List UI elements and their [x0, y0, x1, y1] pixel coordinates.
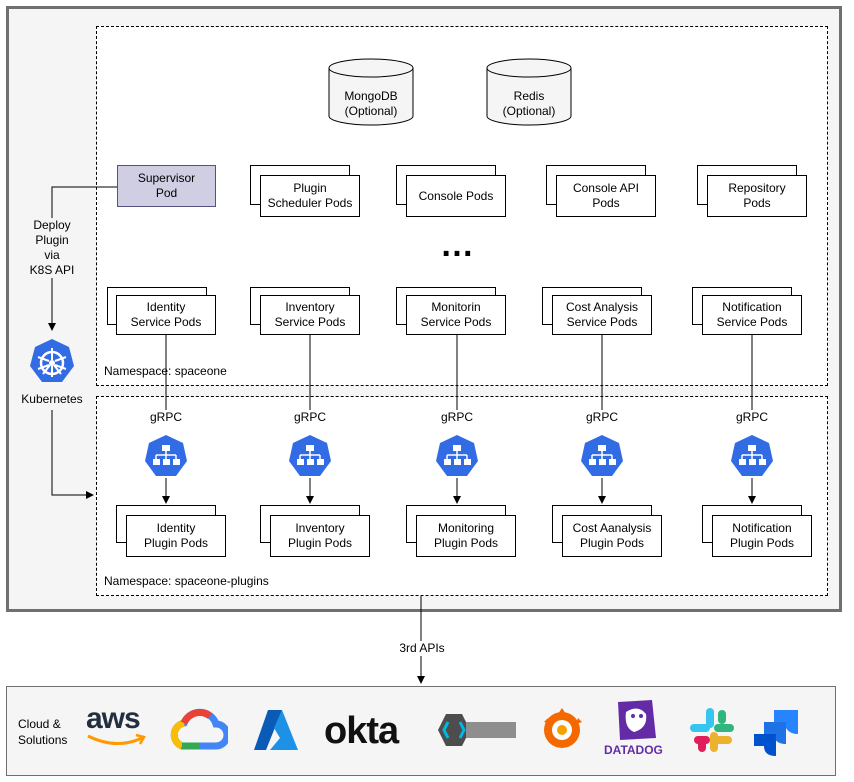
identity-plugin-pods[interactable]: Identity Plugin Pods: [126, 515, 226, 557]
monitoring-plugin-pods[interactable]: Monitoring Plugin Pods: [416, 515, 516, 557]
cost-analysis-service-pods[interactable]: Cost Analysis Service Pods: [552, 295, 652, 335]
mongodb-database: MongoDB (Optional): [328, 58, 414, 126]
repository-pods[interactable]: Repository Pods: [707, 175, 807, 217]
datadog-logo: DATADOG: [604, 698, 668, 760]
k8s-service-icon: [731, 435, 773, 476]
azure-logo: [254, 710, 298, 750]
okta-logo: okta: [324, 710, 399, 752]
google-cloud-logo: [170, 708, 228, 750]
datadog-logo-text: DATADOG: [604, 743, 663, 757]
k8s-service-icon: [289, 435, 331, 476]
namespace-spaceone-label: Namespace: spaceone: [104, 364, 227, 378]
keycloak-logo: [438, 714, 516, 746]
grpc-lines: [162, 335, 756, 504]
namespace-spaceone-plugins: [96, 396, 828, 596]
k8s-service-icon: [436, 435, 478, 476]
inventory-service-pods[interactable]: Inventory Service Pods: [260, 295, 360, 335]
cost-analysis-plugin-pods[interactable]: Cost Aanalysis Plugin Pods: [562, 515, 662, 557]
mongodb-label: MongoDB (Optional): [344, 89, 398, 118]
grafana-logo: [544, 708, 582, 748]
console-api-pods[interactable]: Console API Pods: [556, 175, 656, 217]
redis-label: Redis (Optional): [502, 89, 556, 118]
plugin-scheduler-pods[interactable]: Plugin Scheduler Pods: [260, 175, 360, 217]
inventory-plugin-pods[interactable]: Inventory Plugin Pods: [270, 515, 370, 557]
cloud-solutions-title: Cloud & Solutions: [18, 717, 68, 747]
namespace-plugins-label: Namespace: spaceone-plugins: [104, 574, 269, 588]
monitoring-service-pods[interactable]: Monitorin Service Pods: [406, 295, 506, 335]
grpc-label: gRPC: [732, 410, 772, 425]
jira-logo: [754, 710, 798, 756]
kubernetes-to-plugins-line: [51, 410, 94, 499]
deploy-plugin-label: Deploy Plugin via K8S API: [24, 218, 80, 278]
k8s-service-icon: [145, 435, 187, 476]
kubernetes-label: Kubernetes: [14, 392, 90, 407]
aws-logo: aws: [86, 704, 148, 754]
supervisor-to-kubernetes-line: [48, 186, 117, 331]
notification-service-pods[interactable]: Notification Service Pods: [702, 295, 802, 335]
third-apis-label: 3rd APIs: [392, 641, 452, 656]
grpc-label: gRPC: [290, 410, 330, 425]
console-pods[interactable]: Console Pods: [406, 175, 506, 217]
k8s-service-icon: [581, 435, 623, 476]
slack-logo: [690, 708, 734, 752]
grpc-label: gRPC: [146, 410, 186, 425]
grpc-label: gRPC: [437, 410, 477, 425]
kubernetes-icon: [30, 339, 74, 382]
notification-plugin-pods[interactable]: Notification Plugin Pods: [712, 515, 812, 557]
grpc-label: gRPC: [582, 410, 622, 425]
more-services-ellipsis: …: [440, 226, 474, 264]
supervisor-pod[interactable]: Supervisor Pod: [117, 165, 216, 207]
identity-service-pods[interactable]: Identity Service Pods: [116, 295, 216, 335]
redis-database: Redis (Optional): [486, 58, 572, 126]
aws-logo-text: aws: [86, 702, 141, 735]
